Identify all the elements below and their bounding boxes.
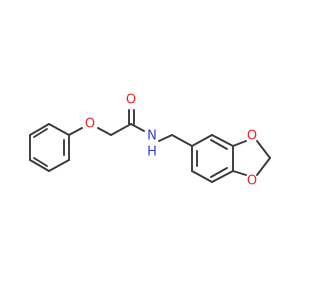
bond	[130, 123, 145, 132]
oxygen-atom-dioxole-top: O	[247, 129, 257, 144]
bond	[171, 134, 193, 147]
bond	[48, 159, 70, 172]
bond	[97, 127, 112, 136]
bond	[158, 134, 173, 142]
bond	[256, 157, 271, 176]
hydrogen-atom-amide: H	[147, 145, 157, 160]
bond	[191, 170, 213, 183]
double-bond-inner	[33, 157, 48, 167]
bond	[29, 159, 50, 172]
phenyl-ring	[29, 123, 70, 172]
linker-chain	[68, 109, 193, 147]
atom-labels: O O N H O O	[85, 93, 257, 189]
oxygen-atom-dioxole-bottom: O	[247, 174, 257, 189]
bond	[48, 123, 70, 136]
double-bond-inner	[210, 167, 228, 178]
double-bond-inner	[210, 139, 228, 150]
bond	[211, 170, 234, 183]
nitrogen-atom-amide: N	[147, 129, 157, 144]
oxygen-atom-carbonyl: O	[126, 93, 136, 108]
molecule-structure: O O N H O O	[29, 93, 271, 189]
bond	[211, 134, 234, 147]
double-bond-inner	[33, 128, 48, 138]
bond	[110, 123, 132, 136]
bond	[232, 140, 247, 147]
bond	[256, 140, 271, 159]
bond	[232, 170, 247, 176]
oxygen-atom-ether: O	[85, 117, 95, 132]
bond	[29, 123, 50, 136]
bond	[191, 134, 213, 147]
bond	[68, 127, 83, 136]
benzodioxole-ring	[191, 134, 271, 183]
